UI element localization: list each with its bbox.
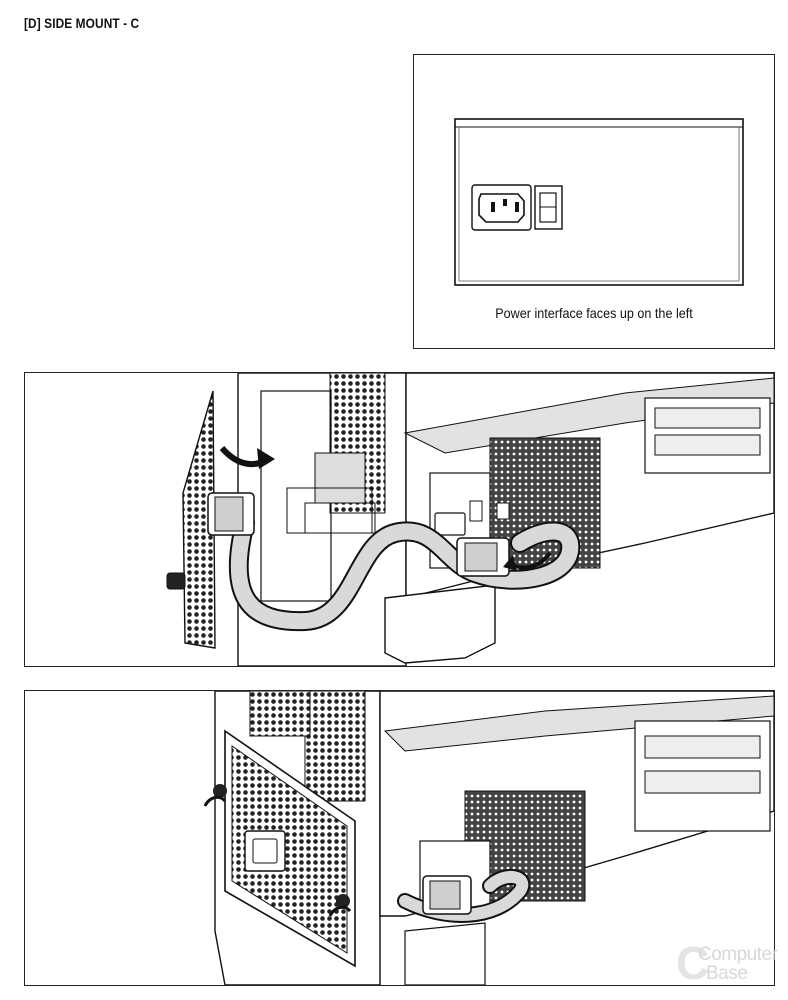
psu-caption: Power interface faces up on the left xyxy=(495,305,693,321)
arrow-icon xyxy=(328,905,352,917)
page-heading: [D] SIDE MOUNT - C xyxy=(24,15,140,31)
connector-plug-icon xyxy=(456,537,510,577)
cable-routing-illustration xyxy=(166,373,774,666)
step-two-illustration-panel xyxy=(24,690,775,986)
power-switch-icon xyxy=(534,185,563,230)
connector-plug-icon xyxy=(207,492,255,536)
thumbscrew-icon xyxy=(213,784,227,798)
power-socket-icon xyxy=(471,184,532,231)
watermark-line-two: Base xyxy=(706,963,748,984)
watermark-line-one: Computer xyxy=(698,944,778,965)
installed-panel-illustration xyxy=(203,691,774,985)
arrow-icon xyxy=(203,795,227,807)
psu-illustration xyxy=(454,118,744,286)
psu-orientation-panel: Power interface faces up on the left xyxy=(413,54,775,349)
step-one-illustration-panel xyxy=(24,372,775,667)
connector-plug-icon xyxy=(422,875,472,915)
thumbscrew-icon xyxy=(336,894,350,908)
watermark-logo-letter: C xyxy=(676,937,710,989)
watermark-logo: C Computer Base xyxy=(676,938,786,988)
